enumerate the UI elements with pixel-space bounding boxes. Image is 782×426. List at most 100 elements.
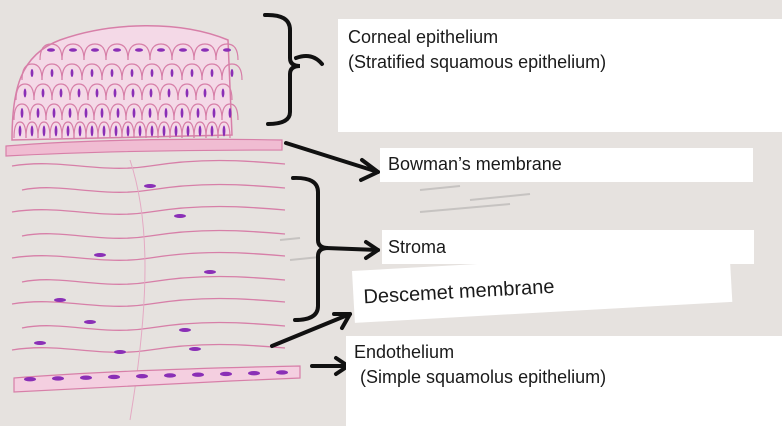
endothelial-nucleus: [52, 376, 64, 381]
stroma-drawing: [11, 159, 286, 421]
epithelial-nucleus: [132, 108, 136, 118]
epithelial-nucleus: [190, 69, 194, 77]
stroma-lamella: [21, 321, 286, 331]
epithelial-nucleus: [110, 69, 114, 77]
epithelial-cell: [201, 63, 223, 81]
epithelial-nucleus: [130, 69, 134, 77]
epithelial-cell: [127, 43, 151, 61]
epithelial-cell: [221, 103, 239, 121]
epithelial-cell: [205, 121, 219, 139]
fibrocyte-nucleus: [144, 184, 156, 188]
epithelial-cell: [121, 63, 143, 81]
descemet-membrane-label: Descemet membrane: [362, 275, 555, 309]
epithelial-nucleus: [198, 125, 202, 137]
epithelial-nucleus: [23, 88, 27, 98]
epithelial-cell: [141, 103, 159, 121]
bowman-arrow-head: [359, 158, 380, 182]
epithelial-nucleus: [100, 108, 104, 118]
endothelial-nucleus: [80, 375, 92, 380]
epithelial-cell: [217, 121, 231, 139]
epithelial-nucleus: [222, 125, 226, 137]
endothelial-nucleus: [192, 372, 204, 377]
epithelial-cell: [77, 103, 95, 121]
epithelial-nucleus: [167, 88, 171, 98]
epithelial-cell: [69, 83, 89, 101]
epithelial-cell: [45, 103, 63, 121]
epithelial-nucleus: [59, 88, 63, 98]
descemet-arrow-head: [332, 312, 352, 330]
epithelial-nucleus: [201, 48, 209, 52]
epithelial-nucleus: [126, 125, 130, 137]
stroma-lamella: [11, 205, 286, 215]
epithelial-nucleus: [78, 125, 82, 137]
epithelial-nucleus: [170, 69, 174, 77]
epithelial-nucleus: [221, 88, 225, 98]
epithelial-cell: [13, 121, 27, 139]
epithelial-cell: [141, 63, 163, 81]
endothelium-type-label: (Simple squamolus epithelium): [360, 367, 607, 387]
endothelium-drawing: [13, 365, 301, 393]
fibrocyte-nucleus: [34, 341, 46, 345]
epithelial-nucleus: [91, 48, 99, 52]
stroma-lamella: [11, 297, 286, 307]
epithelial-cell: [41, 63, 63, 81]
epithelial-cell: [81, 63, 103, 81]
epithelial-cell: [101, 63, 123, 81]
fibrocyte-nucleus: [204, 270, 216, 274]
epithelial-cell: [205, 103, 223, 121]
epithelial-cell: [193, 121, 207, 139]
epithelial-cell: [33, 83, 53, 101]
epithelial-cell: [105, 83, 125, 101]
epithelial-nucleus: [42, 125, 46, 137]
endothelium-label: Endothelium: [354, 342, 455, 362]
stroma-arrow-head: [364, 240, 380, 260]
epithelial-cell: [85, 121, 99, 139]
descemet-arrow: [270, 312, 352, 348]
epithelial-nucleus: [47, 48, 55, 52]
epithelial-cell: [169, 121, 183, 139]
epithelial-cell: [215, 43, 239, 61]
epithelial-nucleus: [180, 108, 184, 118]
epithelial-nucleus: [210, 69, 214, 77]
epithelial-cell: [125, 103, 143, 121]
epithelial-nucleus: [102, 125, 106, 137]
epithelial-nucleus: [95, 88, 99, 98]
epithelial-cell: [13, 103, 31, 121]
epithelial-nucleus: [149, 88, 153, 98]
endothelial-nucleus: [24, 377, 36, 382]
epithelial-nucleus: [185, 88, 189, 98]
epithelial-cell: [221, 63, 243, 81]
epithelial-nucleus: [70, 69, 74, 77]
bowman-arrow: [284, 141, 380, 174]
epithelial-nucleus: [90, 69, 94, 77]
endothelial-nucleus: [108, 374, 120, 380]
stroma-lamella: [21, 275, 286, 285]
fibrocyte-nucleus: [114, 350, 126, 354]
epithelial-cell: [109, 103, 127, 121]
epithelial-nucleus: [54, 125, 58, 137]
epithelial-nucleus: [210, 125, 214, 137]
epithelial-nucleus: [30, 125, 34, 137]
epithelial-cell: [37, 121, 51, 139]
epithelial-cell: [121, 121, 135, 139]
epithelial-nucleus: [150, 69, 154, 77]
fibrocyte-nucleus: [179, 328, 191, 332]
epithelial-nucleus: [228, 108, 232, 118]
epithelial-nucleus: [223, 48, 231, 52]
epithelial-cell: [157, 103, 175, 121]
epithelial-cell: [29, 103, 47, 121]
epithelial-cell: [21, 63, 43, 81]
corneal-epithelium-label: Corneal epithelium: [348, 27, 499, 47]
epithelial-cell: [49, 121, 63, 139]
endothelium-label-box: Endothelium (Simple squamolus epithelium…: [346, 336, 782, 426]
corneal-epithelium-label-box: Corneal epithelium (Stratified squamous …: [338, 19, 782, 132]
epithelial-cell: [51, 83, 71, 101]
epithelial-nucleus: [90, 125, 94, 137]
epithelial-cell: [109, 121, 123, 139]
epithelial-nucleus: [179, 48, 187, 52]
epithelial-nucleus: [52, 108, 56, 118]
stroma-arrow: [324, 246, 380, 252]
epithelium-bracket: [263, 12, 301, 126]
epithelial-nucleus: [69, 48, 77, 52]
epithelial-nucleus: [131, 88, 135, 98]
